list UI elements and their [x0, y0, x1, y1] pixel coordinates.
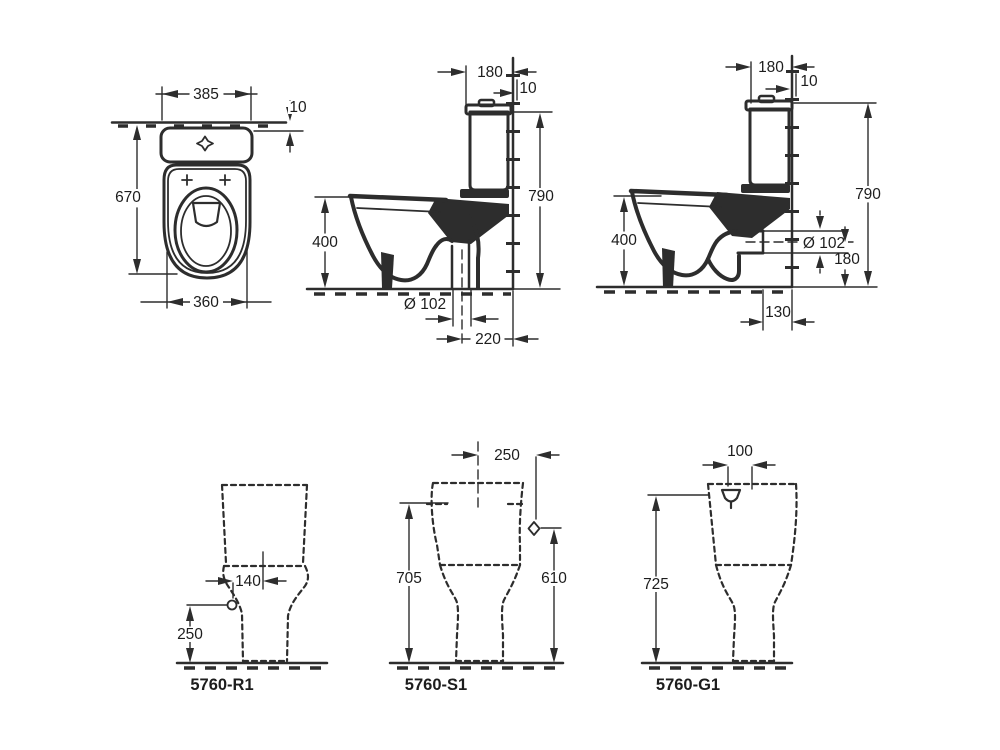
dim-text-360: 360	[193, 294, 219, 311]
dim-text-250: 250	[177, 626, 203, 643]
foot	[381, 252, 394, 288]
bowl-profile	[349, 195, 438, 283]
dim-rim-height: 400	[606, 195, 662, 286]
toilet-dashed-outline	[706, 482, 798, 663]
seat-opening-outer	[173, 186, 239, 274]
outlet-pipe	[736, 229, 765, 255]
rim	[628, 188, 730, 198]
dim-inlet-height: 250	[173, 604, 228, 663]
pedestal-back	[466, 214, 481, 290]
seat-opening-inner	[180, 195, 232, 267]
wall-hatch	[785, 70, 799, 269]
dim-text-10: 10	[519, 80, 537, 97]
cistern-base	[741, 184, 790, 193]
water-inlet-icon	[720, 488, 742, 510]
water-connection-marker	[226, 599, 238, 611]
model-label-r1: 5760-R1	[190, 676, 253, 694]
dim-text-705: 705	[396, 570, 422, 587]
model-label-s1: 5760-S1	[405, 676, 467, 694]
cistern-plan	[159, 126, 254, 164]
dim-height: 705	[392, 502, 449, 663]
dim-outlet-diameter: Ø 102	[400, 249, 499, 345]
dim-inlet-height: 610	[537, 527, 572, 663]
dim-text-100: 100	[727, 443, 753, 460]
dim-text-790: 790	[855, 186, 881, 203]
seat-outline	[162, 163, 252, 280]
dim-top-offset: 250	[451, 447, 560, 520]
dim-text-670: 670	[115, 189, 141, 206]
cistern	[748, 107, 791, 187]
dim-plan-depth: 670	[108, 125, 178, 275]
rim	[347, 193, 449, 203]
dim-total-height: 790	[511, 111, 559, 288]
dim-text-250: 250	[494, 447, 520, 464]
dim-text-10: 10	[800, 73, 818, 90]
variant-s1-view: 250 610 705 5760-S1	[388, 441, 572, 694]
toilet-plan-outline	[159, 126, 254, 280]
dim-text-220: 220	[475, 331, 501, 348]
wall-hatch	[506, 74, 520, 273]
dim-text-130: 130	[765, 304, 791, 321]
dim-inlet-width: 100	[702, 443, 776, 490]
plan-view: 385 10 670 360	[108, 86, 309, 311]
dim-text-180: 180	[758, 59, 784, 76]
dim-text-400: 400	[611, 232, 637, 249]
dim-text-400: 400	[312, 234, 338, 251]
cistern-base	[460, 189, 509, 198]
model-label-g1: 5760-G1	[656, 676, 720, 694]
seat-profile	[428, 198, 509, 244]
lid-button	[757, 94, 776, 104]
foot	[662, 248, 675, 288]
flush-distributor	[191, 201, 222, 228]
dim-wall-gap: 10	[493, 79, 537, 101]
variant-g1-view: 100 725 5760-G1	[639, 443, 798, 694]
dim-rim-height: 400	[307, 196, 354, 288]
dim-cistern-depth: 180	[725, 58, 815, 104]
dim-text-725: 725	[643, 576, 669, 593]
hinge-mark-left	[181, 174, 193, 186]
variant-r1-view: 140 250 5760-R1	[173, 483, 329, 694]
dim-text-180b: 180	[834, 251, 860, 268]
dim-total-height: 790	[793, 102, 886, 286]
dim-outlet-from-wall: 220	[436, 290, 539, 348]
cistern	[468, 110, 510, 192]
side-view-floor-outlet: 180 10 790 400 Ø 102	[305, 56, 561, 348]
dim-text-385: 385	[193, 86, 219, 103]
dim-inlet-offset: 140	[205, 573, 287, 599]
dim-text-140: 140	[235, 573, 261, 590]
toilet-side-profile	[347, 98, 513, 290]
dim-plan-seat-width: 385	[155, 86, 258, 121]
toilet-dashed-outline	[425, 481, 526, 663]
dim-text-610: 610	[541, 570, 567, 587]
side-view-wall-outlet: 180 10 790 400 Ø 102 180	[595, 54, 886, 331]
dim-text-790: 790	[528, 188, 554, 205]
dim-text-o102: Ø 102	[404, 296, 446, 313]
dim-outlet-from-wall: 130	[740, 289, 815, 331]
bowl-profile	[630, 190, 719, 278]
toilet-side-profile	[628, 94, 794, 288]
dim-text-10: 10	[289, 99, 307, 116]
hinge-mark-right	[219, 174, 231, 186]
dim-text-180: 180	[477, 64, 503, 81]
dim-wall-gap: 10	[765, 73, 818, 97]
flush-button-icon	[196, 135, 214, 152]
bowl-outline	[167, 168, 247, 274]
water-connection-marker	[527, 521, 541, 536]
dim-plan-bowl-width: 360	[140, 247, 272, 311]
seat-profile	[709, 192, 790, 238]
dim-plan-wall-gap: 10	[253, 99, 309, 153]
toilet-dashed-outline	[220, 483, 310, 663]
dim-text-o102: Ø 102	[803, 235, 845, 252]
dim-outlet-height: 180	[834, 226, 860, 287]
lid-button	[477, 98, 496, 108]
dim-cistern-depth: 180	[437, 63, 537, 112]
dim-height: 725	[639, 494, 710, 663]
dim-outlet-diameter: Ø 102	[800, 210, 848, 274]
